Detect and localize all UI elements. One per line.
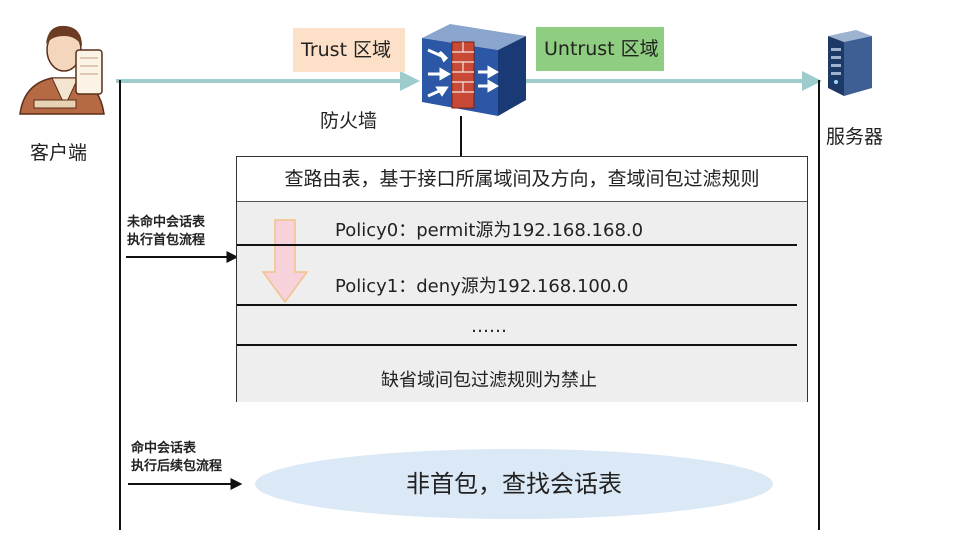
policy-rule-default: 缺省域间包过滤规则为禁止 xyxy=(381,370,597,391)
rule-divider xyxy=(237,244,797,246)
first-packet-line1: 未命中会话表 xyxy=(127,215,206,230)
policy-rules-area: Policy0：permit源为192.168.168.0 Policy1：de… xyxy=(237,202,807,402)
policy-table-header: 查路由表，基于接口所属域间及方向，查域间包过滤规则 xyxy=(237,157,807,202)
firewall-connector xyxy=(460,116,462,156)
server-label: 服务器 xyxy=(826,126,884,148)
first-packet-line2: 执行首包流程 xyxy=(127,233,206,248)
session-lookup-ellipse xyxy=(255,449,773,519)
first-packet-label: 未命中会话表 执行首包流程 xyxy=(127,214,205,250)
untrust-zone-label: Untrust 区域 xyxy=(536,27,664,71)
trust-zone-label: Trust 区域 xyxy=(293,28,405,72)
client-label: 客户端 xyxy=(30,142,88,164)
match-order-down-arrow xyxy=(261,219,309,304)
session-lookup-text: 非首包，查找会话表 xyxy=(406,470,622,498)
firewall-icon xyxy=(422,24,526,116)
subsequent-packet-line1: 命中会话表 xyxy=(131,441,197,456)
rule-divider xyxy=(237,304,797,306)
rule-divider xyxy=(237,344,797,346)
subsequent-packet-line2: 执行后续包流程 xyxy=(131,459,223,474)
policy-rule-1: Policy1：deny源为192.168.100.0 xyxy=(335,276,629,297)
server-timeline xyxy=(818,80,820,530)
client-user-icon xyxy=(19,25,105,115)
policy-table: 查路由表，基于接口所属域间及方向，查域间包过滤规则 Policy0：permit… xyxy=(236,156,808,402)
firewall-label: 防火墙 xyxy=(320,110,378,132)
subsequent-packet-label: 命中会话表 执行后续包流程 xyxy=(131,440,222,476)
client-timeline xyxy=(119,80,121,530)
policy-rule-0: Policy0：permit源为192.168.168.0 xyxy=(335,220,644,241)
policy-rule-ellipsis: …… xyxy=(471,316,507,337)
server-icon xyxy=(828,30,872,96)
